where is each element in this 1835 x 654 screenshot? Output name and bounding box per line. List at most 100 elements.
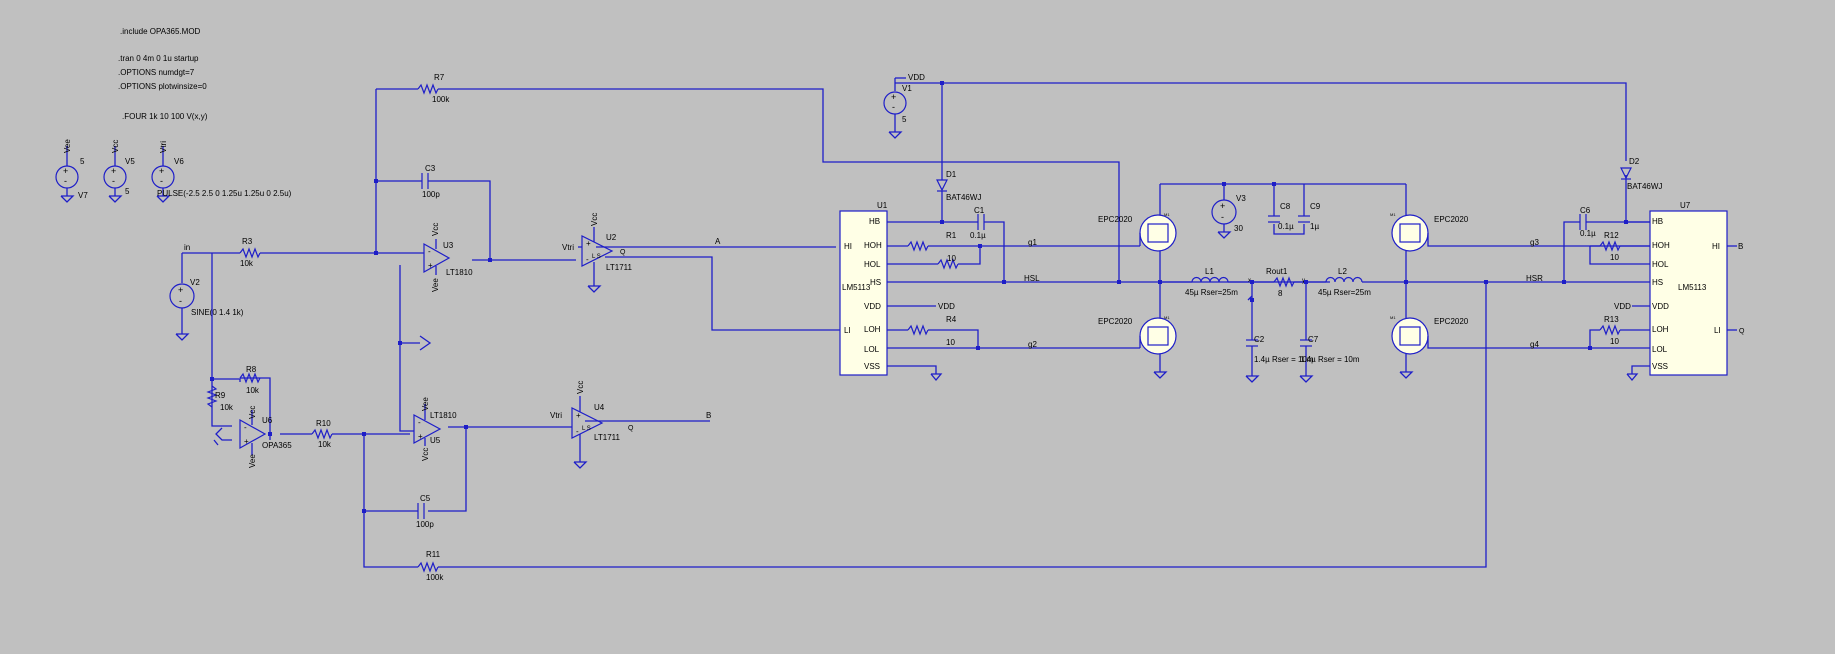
pin-hs: HS <box>870 278 881 287</box>
resistor-ref: R3 <box>242 237 253 246</box>
capacitor-c5[interactable]: C5 100p <box>416 494 434 529</box>
resistor-r8[interactable]: R8 10k <box>239 365 261 395</box>
directives: .include OPA365.MOD .tran 0 4m 0 1u star… <box>118 27 208 121</box>
source-plus: + <box>891 92 896 102</box>
wiring-u7-inputs: B Q <box>1727 242 1745 335</box>
net-label-y: y <box>1302 278 1305 284</box>
capacitor-c2[interactable]: C2 1.4µ Rser = 10m <box>1246 335 1314 364</box>
pin-label-vee: Vee <box>421 397 430 411</box>
diode-d2[interactable]: D2 BAT46WJ <box>1620 157 1662 191</box>
resistor-value: 10 <box>1610 337 1619 346</box>
source-value: 5 <box>80 157 85 166</box>
inductor-ref: L1 <box>1205 267 1214 276</box>
capacitor-c9[interactable]: C9 1µ <box>1298 202 1321 231</box>
resistor-r9[interactable]: R9 10k <box>206 385 234 412</box>
resistor-rout1[interactable]: Rout1 8 x y <box>1248 267 1305 298</box>
opamp-ref: U5 <box>430 436 441 445</box>
fet-model: EPC2020 <box>1434 215 1469 224</box>
diode-ref: D1 <box>946 170 957 179</box>
net-label-x: x <box>1248 278 1251 284</box>
pin-label-vee: Vee <box>248 454 257 468</box>
net-label-vtri: Vtri <box>159 141 168 153</box>
fet-q-lower-left[interactable]: EPC2020 M1 <box>1098 282 1177 379</box>
source-ref: V1 <box>902 84 912 93</box>
resistor-r1[interactable]: R1 10 <box>907 231 959 270</box>
directive-include[interactable]: .include OPA365.MOD <box>120 27 201 36</box>
pin-hi: HI <box>1712 242 1720 251</box>
directive-four[interactable]: .FOUR 1k 10 100 V(x,y) <box>122 112 208 121</box>
resistor-value: 10 <box>1610 253 1619 262</box>
pin-li: LI <box>844 326 851 335</box>
directive-plotwinsize[interactable]: .OPTIONS plotwinsize=0 <box>118 82 207 91</box>
opamp-u6[interactable]: - + Vcc Vee U6 OPA365 <box>213 406 292 468</box>
net-label-b: B <box>706 411 711 420</box>
diode-ref: D2 <box>1629 157 1640 166</box>
capacitor-ref: C9 <box>1310 202 1321 211</box>
resistor-r4[interactable]: R4 10 <box>907 315 957 347</box>
resistor-ref: R4 <box>946 315 957 324</box>
pin-hol: HOL <box>864 260 881 269</box>
opamp-u3[interactable]: - + Vcc Vee U3 LT1810 <box>423 223 473 292</box>
source-v7[interactable]: + - Vee 5 V7 <box>55 139 88 203</box>
fet-q-upper-left[interactable]: EPC2020 M1 <box>1098 184 1177 282</box>
source-ref: V2 <box>190 278 200 287</box>
directive-tran[interactable]: .tran 0 4m 0 1u startup <box>118 54 199 63</box>
fet-model: EPC2020 <box>1098 317 1133 326</box>
opamp-model: OPA365 <box>262 441 292 450</box>
capacitor-c3[interactable]: C3 100p <box>421 164 440 199</box>
pin-hs: HS <box>1652 278 1663 287</box>
directive-numdgt[interactable]: .OPTIONS numdgt=7 <box>118 68 195 77</box>
source-minus: - <box>179 296 182 306</box>
source-v1[interactable]: VDD + - V1 5 <box>883 73 925 139</box>
diode-d1[interactable]: D1 BAT46WJ <box>936 170 981 202</box>
capacitor-c7[interactable]: C7 1.4µ Rser = 10m <box>1300 335 1360 364</box>
fet-tag: M1 <box>1390 315 1396 320</box>
resistor-r11[interactable]: R11 100k <box>417 550 444 582</box>
driver-u7[interactable]: U7 LM5113 HB HOH HOL HS VDD LOH LOL VSS … <box>1649 201 1728 376</box>
net-label-vtri: Vtri <box>550 411 562 420</box>
comparator-model: LT1711 <box>594 433 620 442</box>
capacitor-ref: C5 <box>420 494 431 503</box>
source-v5[interactable]: + - Vcc V5 5 <box>103 140 135 203</box>
resistor-ref: R11 <box>426 550 441 559</box>
fet-q-upper-right[interactable]: EPC2020 M1 <box>1390 184 1469 282</box>
driver-model: LM5113 <box>1678 283 1707 292</box>
inductor-l2[interactable]: L2 45µ Rser=25m <box>1318 267 1371 297</box>
net-label-g3: g3 <box>1530 238 1539 247</box>
resistor-r3[interactable]: R3 10k <box>239 237 261 268</box>
opamp-ref: U6 <box>262 416 273 425</box>
net-label-in: in <box>184 243 190 252</box>
opamp-u5[interactable]: - + Vee Vcc U5 LT1810 <box>413 335 457 461</box>
comparator-u2[interactable]: Vtri + - L S Q Vcc U2 LT1711 A <box>562 213 721 293</box>
resistor-r10[interactable]: R10 10k <box>311 419 333 449</box>
net-label-vtri: Vtri <box>562 243 574 252</box>
capacitor-value: 100p <box>422 190 440 199</box>
capacitor-c6[interactable]: C6 0.1µ <box>1579 206 1596 238</box>
opamp-minus: - <box>244 423 247 432</box>
comp-minus: - <box>576 427 579 436</box>
capacitor-c8[interactable]: C8 0.1µ <box>1268 202 1294 231</box>
opamp-model: LT1810 <box>446 268 473 277</box>
driver-u1[interactable]: U1 LM5113 HI LI HB HOH HOL HS VDD LOH LO… <box>839 201 888 376</box>
comp-output: Q <box>628 425 634 432</box>
opamp-minus: - <box>428 247 431 256</box>
pin-hb: HB <box>869 217 880 226</box>
capacitor-value: 1µ <box>1310 222 1319 231</box>
inductor-l1[interactable]: L1 45µ Rser=25m <box>1185 267 1238 297</box>
comparator-u4[interactable]: Vtri + - L S Vcc U4 LT1711 Q B <box>550 381 711 469</box>
opamp-minus: - <box>418 418 421 427</box>
junctions <box>210 81 1628 513</box>
resistor-r12[interactable]: R12 10 <box>1599 231 1621 262</box>
capacitor-value: 100p <box>416 520 434 529</box>
resistor-r7[interactable]: R7 100k <box>417 73 450 104</box>
source-v2[interactable]: in + - V2 SINE(0 1.4 1k) <box>169 243 244 341</box>
source-v3[interactable]: + - V3 30 <box>1211 194 1246 239</box>
fet-q-lower-right[interactable]: EPC2020 M1 <box>1390 282 1469 379</box>
source-v6[interactable]: + - Vtri V6 PULSE(-2.5 2.5 0 1.25u 1.25u… <box>151 141 292 203</box>
capacitor-c1[interactable]: C1 0.1µ <box>970 206 986 240</box>
fet-tag: M1 <box>1390 212 1396 217</box>
pin-vss: VSS <box>1652 362 1668 371</box>
pin-vss: VSS <box>864 362 880 371</box>
pin-hb: HB <box>1652 217 1663 226</box>
resistor-r13[interactable]: R13 10 <box>1599 315 1621 346</box>
